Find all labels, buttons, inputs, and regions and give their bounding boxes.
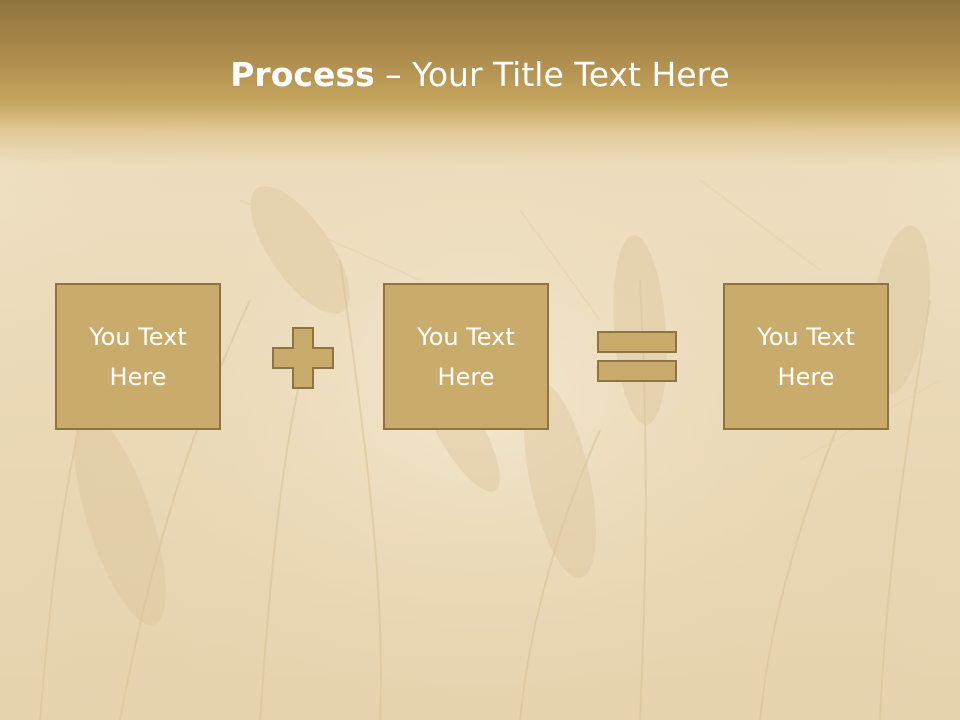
process-box-2[interactable]: You Text Here xyxy=(383,283,549,430)
process-box-1-text: You Text Here xyxy=(89,322,187,391)
equals-icon xyxy=(597,331,677,382)
title-bar xyxy=(0,0,960,165)
title-rest: – Your Title Text Here xyxy=(374,55,730,94)
process-box-2-text: You Text Here xyxy=(417,322,515,391)
process-box-1[interactable]: You Text Here xyxy=(55,283,221,430)
process-box-3-text: You Text Here xyxy=(757,322,855,391)
title-bold: Process xyxy=(230,55,375,94)
process-box-3[interactable]: You Text Here xyxy=(723,283,889,430)
plus-icon xyxy=(272,327,334,389)
slide-title: Process – Your Title Text Here xyxy=(0,52,960,98)
